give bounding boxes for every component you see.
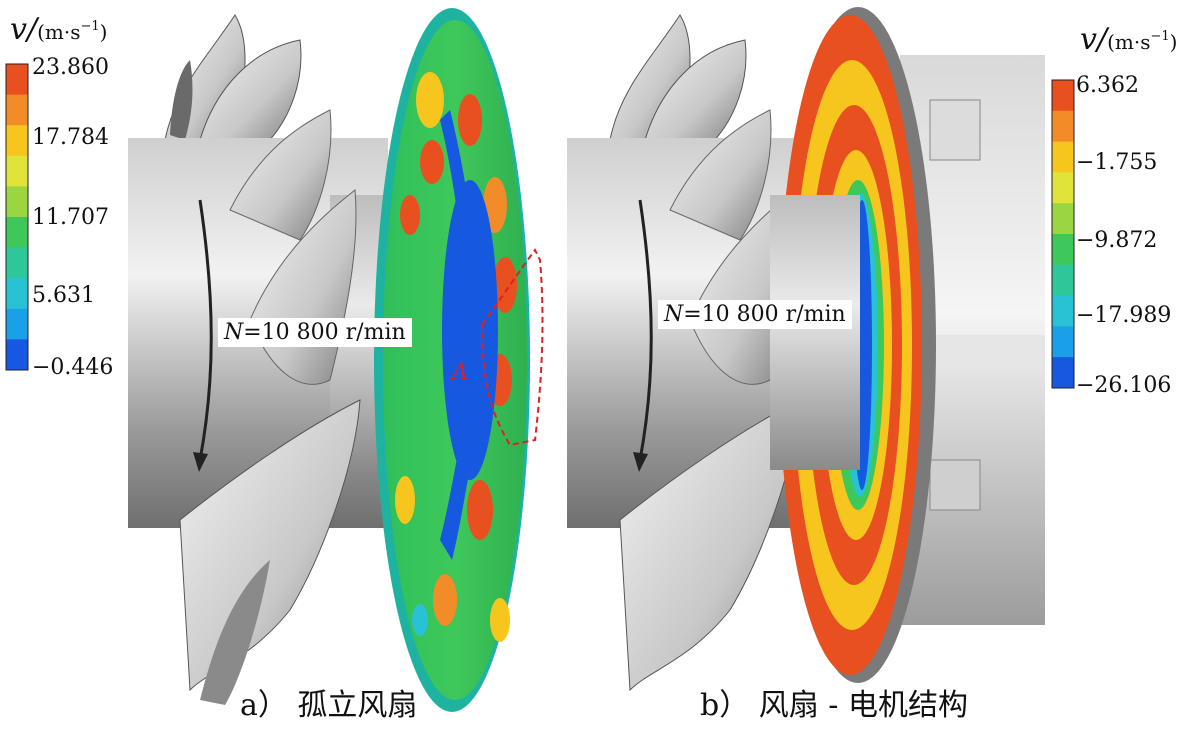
blade-shape (200, 560, 270, 705)
legend-swatch (6, 64, 28, 96)
legend-a-unit: v/(m·s−1) (10, 12, 107, 47)
legend-swatch (1052, 357, 1074, 389)
region-a-label: A (452, 360, 468, 385)
unit-symbol: v/ (10, 12, 38, 47)
legend-b-tick: 6.362 (1076, 73, 1139, 98)
legend-a-tick: 17.784 (32, 125, 109, 150)
legend-b-tick: −17.989 (1076, 303, 1172, 328)
legend-b-tick: −9.872 (1076, 228, 1158, 253)
legend-swatch (1052, 295, 1074, 327)
panel-b-geometry (567, 7, 1045, 692)
legend-swatch (6, 308, 28, 340)
unit-symbol: v/ (1080, 22, 1108, 57)
speed-symbol: N (664, 302, 684, 327)
legend-a-bar (5, 63, 29, 371)
legend-swatch (1052, 203, 1074, 235)
legend-swatch (6, 217, 28, 249)
rotation-arrow-head (633, 452, 648, 472)
caption-a: a） 孤立风扇 (240, 688, 418, 723)
rotation-arrow (638, 199, 653, 461)
legend-b-tick: −26.106 (1076, 373, 1172, 398)
legend-swatch (6, 278, 28, 310)
unit-sup: −1 (80, 19, 100, 34)
blade-shape (229, 109, 332, 241)
legend-frame (5, 63, 29, 371)
motor-window (929, 459, 981, 511)
legend-swatch (6, 125, 28, 157)
motor-slot (935, 335, 1045, 365)
blade-shape (199, 39, 302, 146)
blade-shape (669, 109, 772, 241)
legend-b-bar (1051, 79, 1075, 389)
unit-close: ) (99, 20, 108, 44)
region-a-outline (480, 248, 544, 447)
unit-sup: −1 (1150, 29, 1170, 44)
unit-close: ) (1169, 30, 1178, 54)
rotation-arrow-head (193, 452, 208, 472)
legend-b-tick: −1.755 (1076, 150, 1158, 175)
unit-text: (m·s (37, 20, 81, 44)
speed-value: =10 800 r/min (243, 320, 406, 345)
legend-swatch (1052, 172, 1074, 204)
legend-a-tick: −0.446 (32, 355, 114, 380)
motor-window (929, 99, 981, 161)
legend-swatch (1052, 110, 1074, 143)
blade-shape (644, 39, 747, 146)
legend-swatch (6, 247, 28, 279)
legend-swatch (1052, 80, 1074, 112)
legend-swatch (1052, 234, 1074, 266)
speed-value: =10 800 r/min (683, 302, 846, 327)
legend-swatch (6, 339, 28, 371)
caption-b: b） 风扇 - 电机结构 (700, 688, 968, 723)
blade-shape (619, 399, 801, 692)
legend-swatch (1052, 326, 1074, 358)
legend-swatch (6, 155, 28, 187)
speed-symbol: N (224, 320, 244, 345)
legend-a-tick: 5.631 (32, 283, 95, 308)
legend-b-unit: v/(m·s−1) (1080, 22, 1177, 57)
panel-a-geometry (128, 8, 544, 712)
legend-a-tick: 23.860 (32, 55, 109, 80)
legend-swatch (1052, 141, 1074, 173)
rotation-arrow (198, 199, 213, 461)
legend-swatch (1052, 264, 1074, 297)
unit-text: (m·s (1107, 30, 1151, 54)
legend-frame (1051, 79, 1075, 389)
contour-blobs (395, 72, 517, 642)
legend-swatch (6, 94, 28, 126)
legend-swatch (6, 186, 28, 218)
hub-cover (770, 195, 860, 470)
legend-a-tick: 11.707 (32, 205, 109, 230)
blade-shape (170, 60, 193, 140)
speed-label-b: N=10 800 r/min (658, 300, 852, 329)
speed-label-a: N=10 800 r/min (218, 318, 412, 347)
